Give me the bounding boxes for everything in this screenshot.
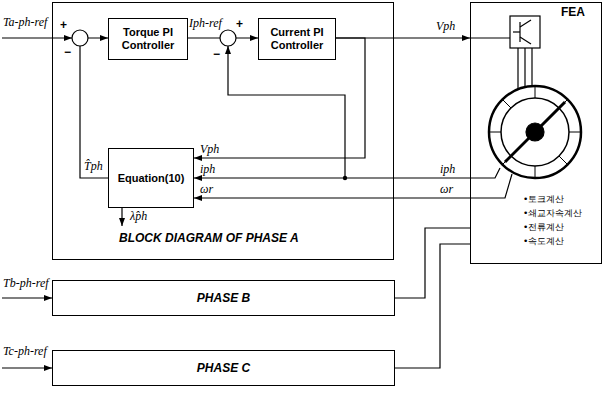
signal-connector — [194, 197, 470, 198]
signal-name: iph — [200, 163, 215, 176]
sensor-wire — [470, 168, 500, 178]
equation-box: Equation(10) — [108, 148, 194, 208]
signal-connector — [80, 38, 108, 178]
phase-box: PHASE C — [52, 350, 395, 386]
transistor-symbol — [520, 37, 531, 44]
phase-label: PHASE C — [197, 361, 250, 375]
fea-text: •쇄교자속계산 — [523, 207, 582, 219]
signal-name: ωr — [200, 183, 213, 196]
sign-mark: − — [213, 48, 220, 60]
phase-block: BLOCK DIAGRAM OF PHASE A Torque PI Contro… — [52, 2, 394, 260]
sensor-wire — [470, 174, 512, 198]
fea-box: FEA •토크계산 •쇄교자속계산 •전류계산 •속도계산 — [470, 2, 602, 264]
controller-box: Current PI Controller — [258, 18, 336, 60]
signal-name: iph — [440, 163, 455, 176]
inverter-box — [510, 16, 540, 48]
input-arrow — [2, 37, 72, 38]
sign-mark: − — [64, 46, 71, 58]
box-label: Equation(10) — [118, 172, 185, 185]
input-signal: Tc-ph-ref — [3, 345, 47, 358]
output-arrow — [121, 208, 122, 226]
box-label: Torque PI Controller — [112, 26, 184, 52]
signal-connector — [194, 177, 470, 178]
phase-label: PHASE B — [197, 291, 250, 305]
rotor-bar — [505, 102, 565, 162]
motor-rotor — [501, 98, 569, 166]
motor-teeth — [489, 86, 581, 178]
signal-name: ωr — [440, 183, 453, 196]
transistor-symbol — [520, 20, 531, 27]
fea-text: •전류계산 — [523, 221, 564, 233]
input-signal: Ta-ph-ref — [3, 16, 47, 29]
input-arrow — [2, 367, 52, 368]
signal-name: Vph — [436, 20, 455, 33]
phase-box: PHASE B — [52, 280, 395, 316]
input-signal: Tb-ph-ref — [3, 277, 49, 290]
sign-mark: + — [60, 19, 67, 31]
controller-box: Torque PI Controller — [108, 18, 188, 60]
summing-junction — [72, 30, 88, 46]
signal-connector — [395, 244, 470, 368]
sign-mark: + — [236, 18, 243, 30]
input-arrow — [2, 297, 52, 298]
summing-junction — [220, 30, 236, 46]
signal-name: λ̂ph — [130, 210, 147, 223]
phase-wire — [517, 48, 518, 90]
signal-name: Vph — [200, 143, 219, 156]
transistor-symbol — [513, 31, 520, 32]
motor-stator — [489, 86, 581, 178]
block-title: BLOCK DIAGRAM OF PHASE A — [119, 231, 299, 245]
signal-name: Iph-ref — [189, 17, 222, 30]
signal-connector — [194, 38, 365, 158]
box-label: Current PI Controller — [262, 26, 332, 52]
fea-text: •토크계산 — [523, 193, 564, 205]
phase-wire — [531, 48, 532, 87]
fea-text: •속도계산 — [523, 235, 564, 247]
voltage-wire — [470, 37, 510, 38]
phase-wire — [524, 48, 525, 88]
fea-text: FEA — [561, 5, 585, 19]
signal-name: T̂ph — [84, 160, 103, 173]
signal-connector — [395, 228, 470, 298]
